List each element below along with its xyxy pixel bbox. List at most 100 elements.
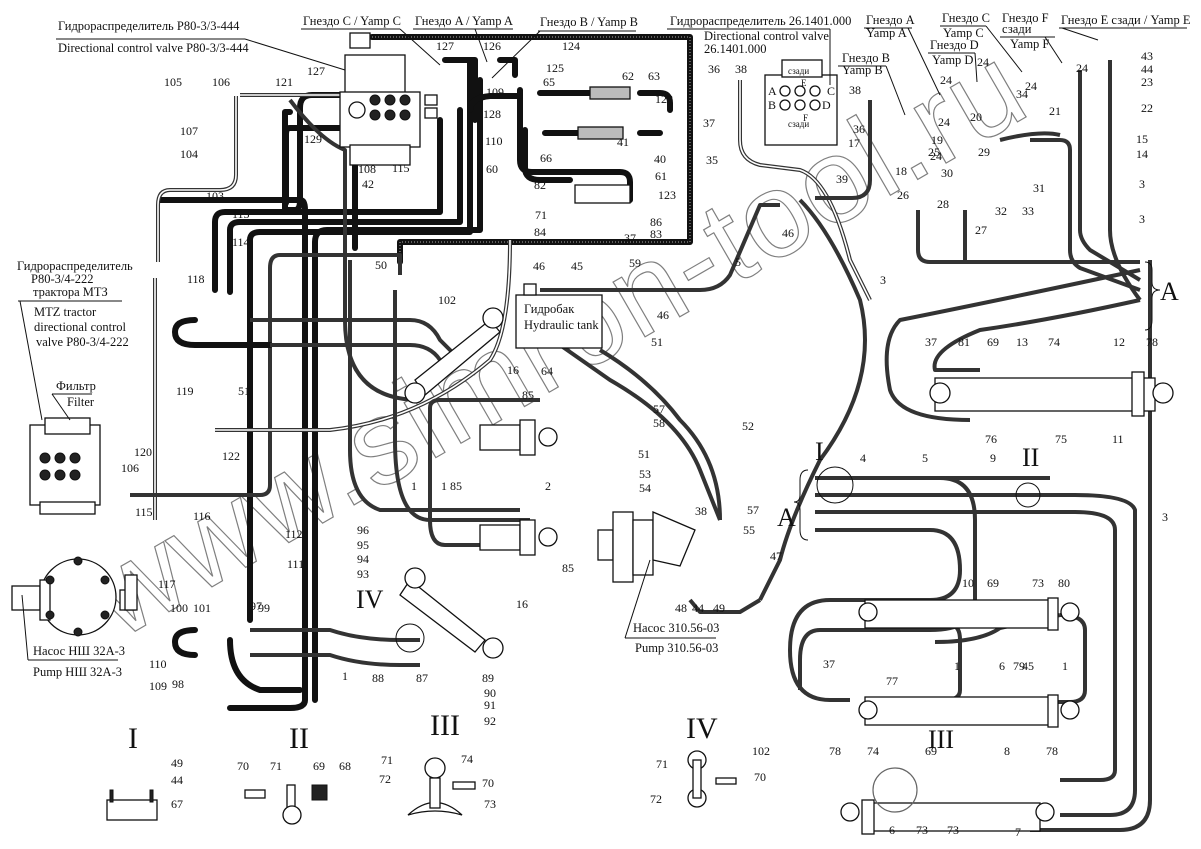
part-number-60: 60	[486, 162, 498, 176]
caption-socket-c-top: Гнездо C / Yamp C	[303, 14, 401, 28]
part-number-129: 129	[304, 132, 322, 146]
part-number-109: 109	[486, 85, 504, 99]
valve-26-port-a: A	[768, 84, 777, 98]
part-number-45: 45	[571, 259, 583, 273]
part-number-94: 94	[357, 552, 369, 566]
part-number-113: 113	[232, 207, 250, 221]
part-number-79: 79	[1013, 659, 1025, 673]
caption-mtz-valve-ru-2: P80-3/4-222	[31, 272, 94, 286]
part-number-28: 28	[937, 197, 949, 211]
part-number-11: 11	[1112, 432, 1124, 446]
part-number-90: 90	[484, 686, 496, 700]
part-number-57: 57	[747, 503, 759, 517]
part-number-69: 69	[313, 759, 325, 773]
part-number-75: 75	[1055, 432, 1067, 446]
part-number-55: 55	[743, 523, 755, 537]
part-number-63: 63	[648, 69, 660, 83]
part-number-70: 70	[482, 776, 494, 790]
components: сзади A B C D E F сзади Гидробак Hydraul…	[11, 32, 1174, 835]
tank-label-en: Hydraulic tank	[524, 318, 599, 332]
part-number-23: 23	[1141, 75, 1153, 89]
part-number-1: 1	[954, 659, 960, 673]
part-number-73: 73	[916, 823, 928, 837]
part-number-51: 51	[638, 447, 650, 461]
part-number-45: 45	[1022, 659, 1034, 673]
part-number-38: 38	[849, 83, 861, 97]
part-number-69: 69	[925, 744, 937, 758]
part-number-93: 93	[357, 567, 369, 581]
part-number-40: 40	[654, 152, 666, 166]
part-number-16: 16	[516, 597, 528, 611]
part-number-47: 47	[770, 549, 782, 563]
valve-26-1401: сзади A B C D E F сзади	[764, 59, 838, 146]
part-number-106: 106	[212, 75, 230, 89]
part-number-128: 128	[655, 92, 673, 106]
group-A-right-label: A	[1160, 277, 1179, 306]
part-number-5: 5	[735, 255, 741, 269]
cylinder-bottom-right	[840, 767, 1055, 835]
part-number-67: 67	[171, 797, 183, 811]
caption-mtz-valve-ru-1: Гидрораспределитель	[17, 259, 133, 273]
part-number-44: 44	[692, 601, 704, 615]
part-number-27: 27	[975, 223, 987, 237]
part-number-112: 112	[285, 527, 303, 541]
part-number-80: 80	[1058, 576, 1070, 590]
part-number-128: 128	[483, 107, 501, 121]
part-number-101: 101	[193, 601, 211, 615]
part-number-50: 50	[375, 258, 387, 272]
part-number-31: 31	[1033, 181, 1045, 195]
part-number-21: 21	[1049, 104, 1061, 118]
caption-mtz-valve-en-2: directional control	[34, 320, 127, 334]
part-number-37: 37	[823, 657, 835, 671]
marker-II: II	[1022, 443, 1039, 472]
caption-socket-c-right-en: Yamp C	[943, 26, 984, 40]
part-number-73: 73	[484, 797, 496, 811]
part-number-2: 2	[545, 479, 551, 493]
pipework	[130, 34, 1152, 832]
part-number-35: 35	[706, 153, 718, 167]
part-number-37: 37	[624, 231, 636, 245]
part-number-104: 104	[180, 147, 198, 161]
part-number-98: 98	[172, 677, 184, 691]
part-number-71: 71	[270, 759, 282, 773]
part-number-73: 73	[947, 823, 959, 837]
part-number-34: 34	[1016, 87, 1028, 101]
part-number-46: 46	[533, 259, 545, 273]
part-number-8: 8	[1004, 744, 1010, 758]
part-number-22: 22	[1141, 101, 1153, 115]
caption-socket-b-top: Гнездо B / Yamp B	[540, 15, 638, 29]
part-number-74: 74	[461, 752, 473, 766]
valve-26-port-e: E	[801, 78, 807, 88]
part-number-1: 1	[342, 669, 348, 683]
part-number-25: 25	[928, 145, 940, 159]
part-number-71: 71	[535, 208, 547, 222]
part-number-102: 102	[438, 293, 456, 307]
part-number-68: 68	[339, 759, 351, 773]
part-number-87: 87	[416, 671, 428, 685]
part-number-88: 88	[372, 671, 384, 685]
part-number-1: 1	[411, 479, 417, 493]
part-number-18: 18	[895, 164, 907, 178]
part-number-61: 61	[655, 169, 667, 183]
part-number-51: 51	[651, 335, 663, 349]
part-number-92: 92	[484, 714, 496, 728]
caption-socket-b-right-ru: Гнездо B	[842, 51, 890, 65]
valve-26-port-b: B	[768, 98, 776, 112]
valve-26-port-f: F	[803, 113, 808, 123]
part-number-111: 111	[287, 557, 304, 571]
part-number-78: 78	[1046, 744, 1058, 758]
caption-pump-310-ru: Насос 310.56-03	[633, 621, 719, 635]
part-number-37: 37	[925, 335, 937, 349]
part-number-24: 24	[938, 115, 950, 129]
caption-valve-p80-444-ru: Гидрораспределитель P80-3/3-444	[58, 19, 240, 33]
part-number-125: 125	[546, 61, 564, 75]
part-number-62: 62	[622, 69, 634, 83]
part-number-73: 73	[1032, 576, 1044, 590]
detail-III	[407, 757, 476, 816]
part-number-19: 19	[931, 133, 943, 147]
part-number-43: 43	[1141, 49, 1153, 63]
part-number-1: 1	[441, 479, 447, 493]
part-number-107: 107	[180, 124, 198, 138]
part-number-122: 122	[222, 449, 240, 463]
part-number-119: 119	[176, 384, 194, 398]
